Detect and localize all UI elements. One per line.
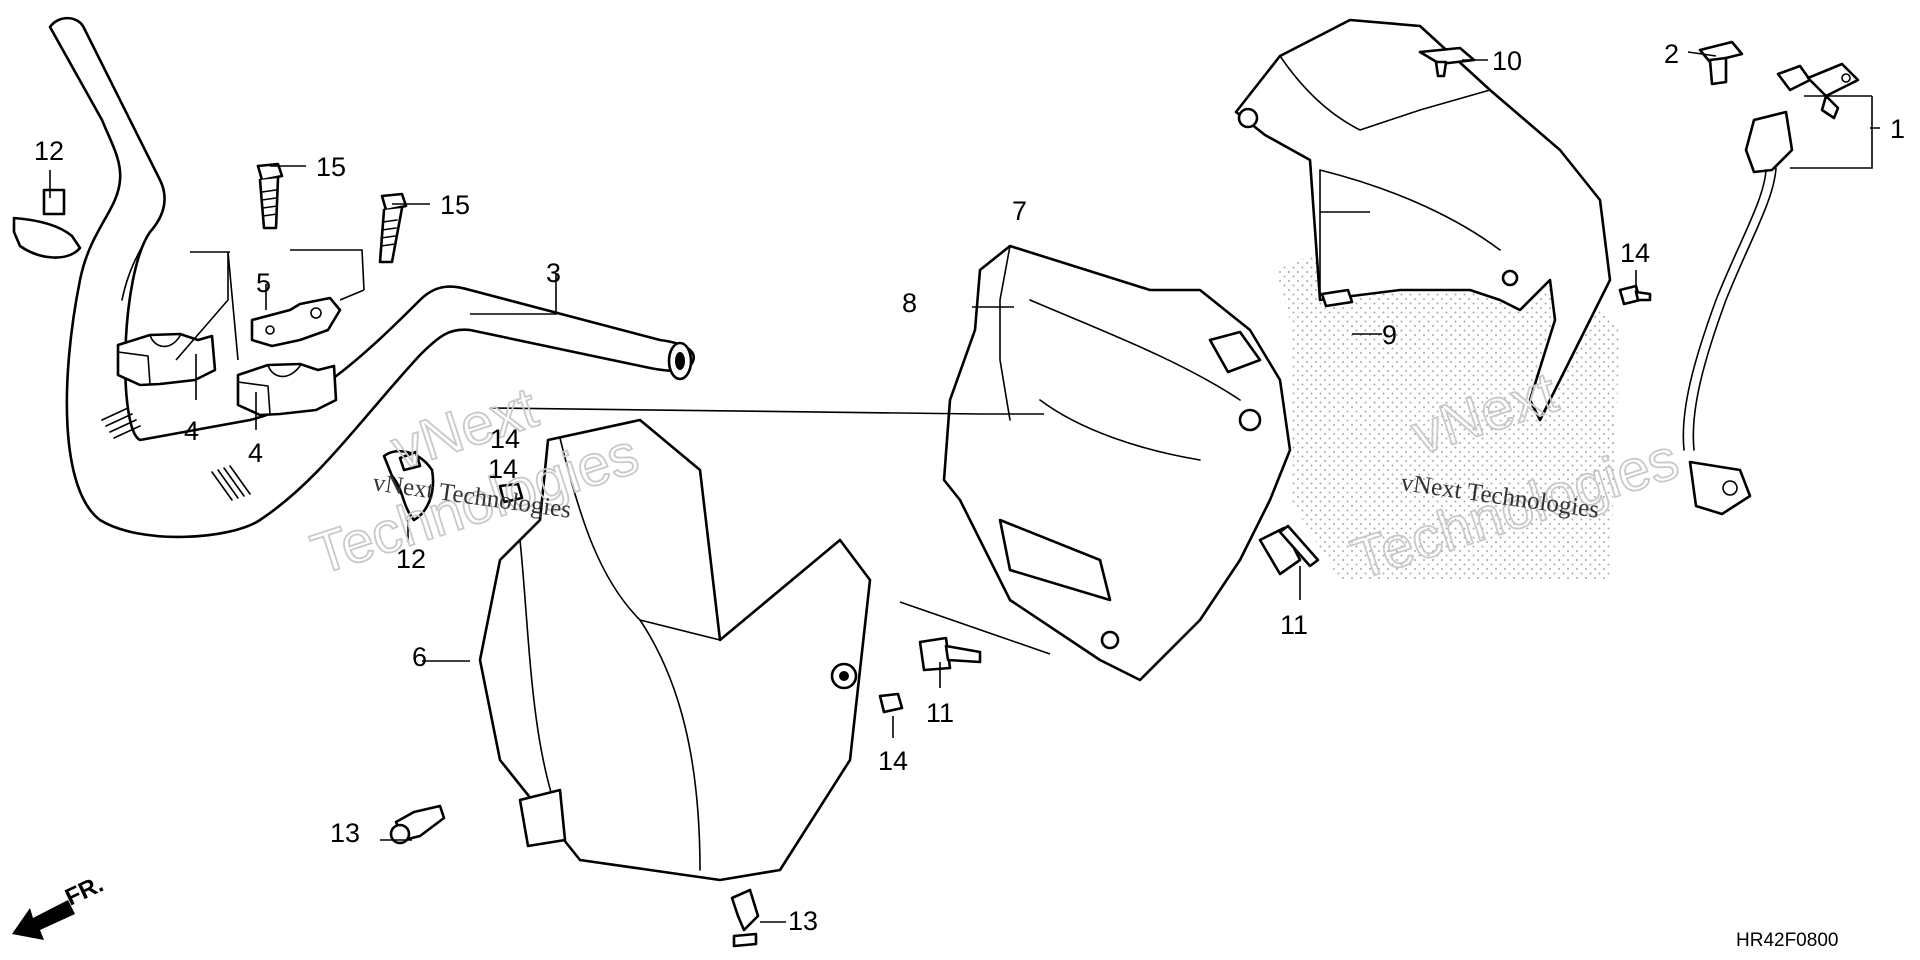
- callout-1: 1: [1890, 114, 1905, 144]
- callout-14: 14: [490, 424, 520, 454]
- callout-13: 13: [330, 818, 360, 848]
- trim-clip-icon[interactable]: [389, 804, 446, 845]
- trim-clip-icon[interactable]: [730, 888, 760, 948]
- callout-14: 14: [1620, 238, 1650, 268]
- callout-14: 14: [488, 454, 518, 484]
- callout-15: 15: [316, 152, 346, 182]
- flange-bolt-icon[interactable]: [256, 162, 284, 230]
- callout-7: 7: [1012, 196, 1027, 226]
- flange-bolt-icon[interactable]: [1258, 524, 1320, 576]
- callout-2: 2: [1664, 39, 1679, 69]
- drawing-code: HR42F0800: [1736, 930, 1838, 951]
- front-arrow-icon: [12, 900, 75, 940]
- clip-icon[interactable]: [1418, 46, 1476, 78]
- clip-nut-icon[interactable]: [1320, 288, 1354, 308]
- callout-5: 5: [256, 268, 271, 298]
- callout-13: 13: [788, 906, 818, 936]
- leader-lines: [49, 51, 1880, 923]
- cable-band-icon[interactable]: [382, 449, 435, 522]
- callout-15: 15: [440, 190, 470, 220]
- headlight-cover-icon[interactable]: [478, 418, 872, 882]
- screw-icon[interactable]: [1618, 284, 1652, 306]
- handlebar-icon[interactable]: [48, 16, 696, 539]
- screw-icon[interactable]: [498, 482, 524, 504]
- cable-band-icon[interactable]: [12, 188, 82, 259]
- flange-bolt-icon[interactable]: [378, 192, 408, 264]
- callout-10: 10: [1492, 46, 1522, 76]
- screw-icon[interactable]: [878, 692, 904, 714]
- stay-bracket-icon[interactable]: [250, 296, 342, 348]
- callout-3: 3: [546, 258, 561, 288]
- callout-8: 8: [902, 288, 917, 318]
- grommet-icon[interactable]: [1698, 40, 1744, 86]
- front-direction-indicator: FR.: [12, 871, 108, 940]
- ignition-switch-with-keys-icon[interactable]: [1682, 62, 1860, 516]
- callout-12: 12: [34, 136, 64, 166]
- upper-holder-icon[interactable]: [236, 362, 338, 417]
- callout-4: 4: [248, 438, 263, 468]
- upper-holder-icon[interactable]: [116, 332, 217, 387]
- callout-11: 11: [926, 698, 954, 728]
- callout-11: 11: [1280, 610, 1308, 640]
- headlight-case-icon[interactable]: [942, 244, 1292, 682]
- callout-4: 4: [184, 416, 199, 446]
- callout-12: 12: [396, 544, 426, 574]
- callout-6: 6: [412, 642, 427, 672]
- callout-9: 9: [1382, 320, 1397, 350]
- flange-bolt-icon[interactable]: [918, 636, 982, 672]
- callout-labels: 1 2 3 4 4 5 6 7 8 9 10 11 11 12 12 13 13…: [34, 39, 1905, 936]
- callout-14: 14: [878, 746, 908, 776]
